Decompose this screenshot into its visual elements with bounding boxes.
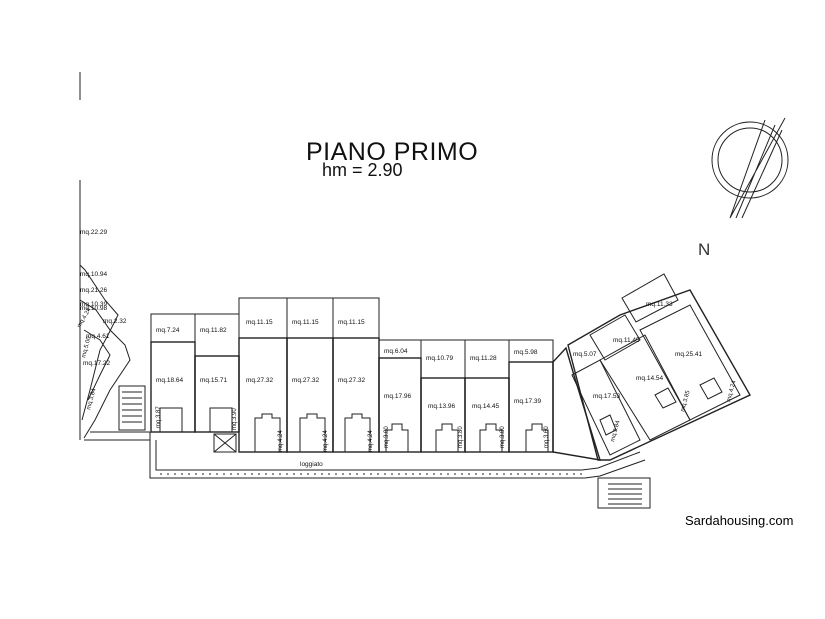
area-label: mq.5.98 [514,349,538,356]
area-label: mq.5.00 [81,335,93,358]
area-label: mq.4.24 [278,430,284,452]
bathroom [254,413,281,452]
area-label: mq.15.71 [200,377,227,384]
area-label: mq.27.32 [292,377,319,384]
area-label: mq.18.64 [156,377,183,384]
area-label: mq.10.39 [80,301,107,308]
area-label: mq.25.41 [675,351,702,358]
area-label: mq.2.32 [103,318,127,325]
area-label: mq.4.61 [86,333,110,340]
area-label: mq.7.24 [156,327,180,334]
bathroom [479,423,503,452]
north-label: N [698,240,711,259]
stair-left [118,385,146,431]
bathroom [435,423,459,452]
area-label: mq.11.82 [200,327,227,334]
area-label: mq.10.94 [80,271,107,278]
area-label: mq.10.79 [426,355,453,362]
area-label: mq.14.45 [472,403,499,410]
area-label: mq.3.85 [680,389,692,412]
left-wing [79,264,150,441]
bathroom [525,423,549,452]
area-label: mq.10.98 [80,305,107,312]
bathroom [299,413,326,452]
bathroom [344,413,371,452]
area-label: mq.21.26 [80,287,107,294]
area-label: mq.4.24 [368,430,374,452]
area-label: mq.3.60 [544,426,550,448]
area-label: mq.11.28 [470,355,497,362]
area-label: mq.4.24 [323,430,329,452]
area-label: mq.3.80 [458,426,464,448]
plan-subtitle: hm = 2.90 [322,160,403,180]
area-label: mq.11.45 [613,337,640,344]
plan-title: PIANO PRIMO [306,138,479,166]
loggiato-label: loggiato [300,461,323,468]
area-label: mq.11.15 [338,319,365,326]
area-label: mq.3.87 [156,406,162,428]
room [238,297,288,339]
area-label: mq.11.15 [246,319,273,326]
area-label: mq.13.96 [428,403,455,410]
stair-right [597,477,651,509]
area-label: mq.11.33 [646,301,673,308]
area-label: mq.3.84 [86,387,98,410]
room [332,297,380,339]
area-label: mq.3.80 [500,426,506,448]
room [286,297,334,339]
main-block [150,297,554,453]
area-label: mq.3.90 [232,408,238,430]
area-label: mq.27.32 [246,377,273,384]
area-label: mq.3.80 [384,426,390,448]
area-label: mq.17.96 [384,393,411,400]
area-label: mq.4.24 [726,379,738,402]
shaft [213,433,237,453]
area-label: mq.17.53 [593,393,620,400]
area-label: mq.14.54 [636,375,663,382]
area-label: mq.17.39 [514,398,541,405]
area-label: mq.4.24 [77,307,93,329]
area-label: mq.5.07 [573,351,597,358]
loggiato [149,432,646,479]
right-wing [552,273,751,509]
area-label: mq.3.84 [610,419,622,442]
room [194,313,240,357]
area-label: mq.11.15 [292,319,319,326]
compass-icon [711,117,789,219]
bathroom [159,407,183,433]
bathroom [209,407,233,433]
bathroom [385,423,409,452]
area-label: mq.17.22 [83,360,110,367]
area-label: mq.6.04 [384,348,408,355]
area-label: mq.22.29 [80,229,107,236]
site-credit: Sardahousing.com [685,513,794,528]
area-label: mq.27.32 [338,377,365,384]
